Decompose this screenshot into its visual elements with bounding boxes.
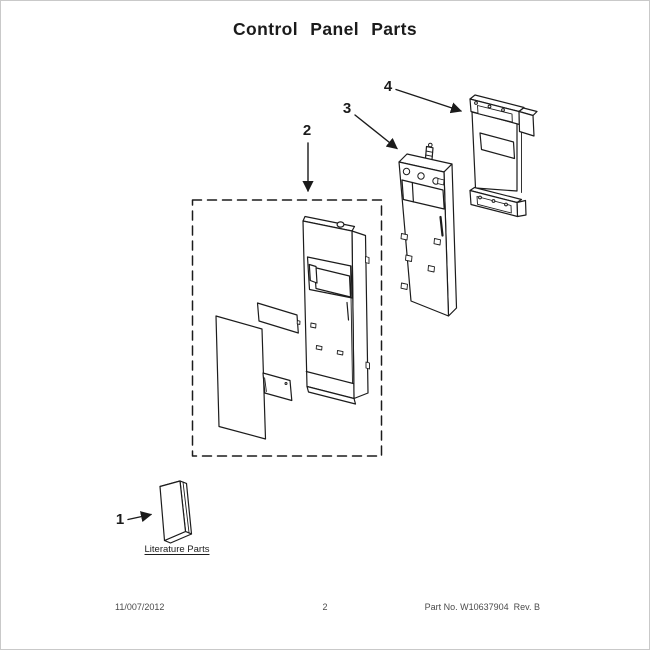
literature-parts-label: Literature Parts <box>144 544 210 555</box>
panel-front-face <box>302 220 355 400</box>
keypad-overlay-top-drawing <box>256 302 301 334</box>
callout-1-arrow <box>127 511 153 523</box>
literature-book-icon <box>159 480 193 544</box>
panel-knob <box>336 221 345 228</box>
membrane-overlay-sheet-drawing <box>215 315 267 440</box>
callout-3-arrow <box>354 114 398 150</box>
footer-page-number: 2 <box>322 602 328 612</box>
callout-4-arrow <box>395 88 463 114</box>
callout-3-label: 3 <box>342 100 352 117</box>
keypad-overlay-bottom-drawing <box>262 372 293 402</box>
footer-date: 11/007/2012 <box>115 602 165 612</box>
mounting-bracket-drawing <box>469 94 538 218</box>
panel-bottom-trim <box>306 385 357 405</box>
bracket-end-box <box>518 110 535 137</box>
bracket-bottom-end <box>516 199 527 218</box>
callout-arrows <box>127 88 463 523</box>
book-front-cover <box>159 480 187 542</box>
footer-part-number: Part No. W10637904 Rev. B <box>424 602 540 612</box>
bracket-window <box>479 132 516 160</box>
callout-4-label: 4 <box>383 78 393 95</box>
dashed-group-box <box>191 199 383 457</box>
page-title: Control Panel Parts <box>233 19 417 39</box>
callout-1-label: 1 <box>115 511 125 528</box>
callout-2-label: 2 <box>302 122 312 139</box>
control-panel-drawing <box>302 215 370 405</box>
support-panel-drawing <box>398 142 458 317</box>
